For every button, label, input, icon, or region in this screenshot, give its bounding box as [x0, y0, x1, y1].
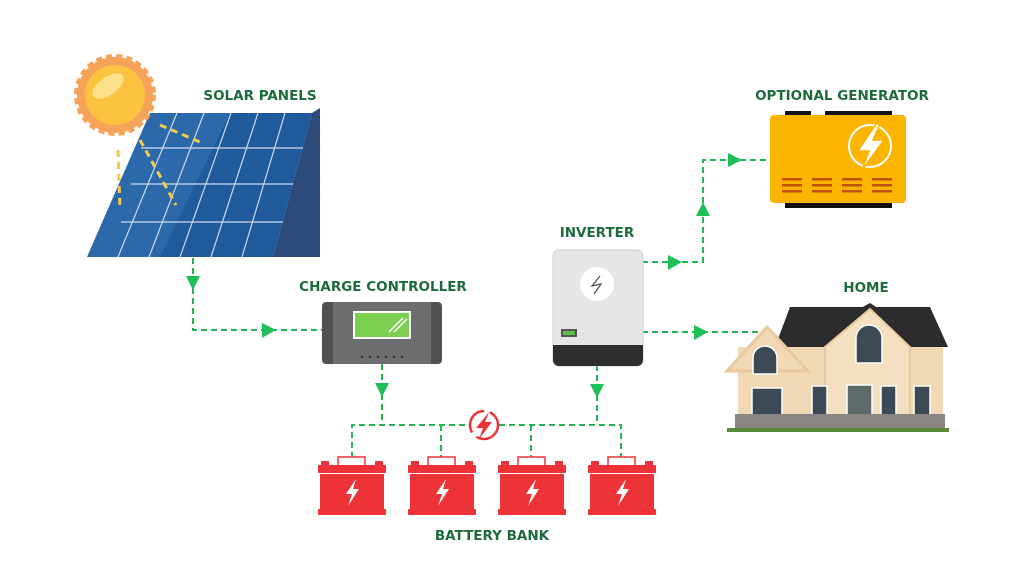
solar-panel-icon: [87, 108, 320, 258]
label-inverter: INVERTER: [560, 225, 635, 241]
arrow-up-icon: [696, 202, 710, 216]
arrow-down-icon: [186, 276, 200, 290]
label-solar-panels: SOLAR PANELS: [203, 88, 316, 104]
arrow-right-icon: [668, 255, 682, 270]
battery-bank: [318, 456, 656, 515]
lightning-icon: [468, 409, 500, 441]
flow-lines: [186, 153, 770, 458]
sun-icon: [74, 54, 156, 136]
inverter-icon: [552, 249, 644, 367]
generator-icon: [770, 111, 906, 208]
house-icon: [723, 303, 949, 432]
label-home: HOME: [843, 280, 888, 296]
arrow-down-icon: [590, 384, 604, 398]
battery-icon: [408, 456, 476, 515]
flow-battery-bus: [351, 424, 622, 458]
arrow-down-icon: [375, 383, 389, 397]
arrow-right-icon: [728, 153, 742, 167]
label-battery-bank: BATTERY BANK: [435, 528, 550, 544]
arrow-right-icon: [262, 323, 276, 338]
charge-controller-icon: [322, 302, 442, 364]
battery-icon: [588, 456, 656, 515]
battery-icon: [498, 456, 566, 515]
battery-icon: [318, 456, 386, 515]
arrow-right-icon: [694, 325, 708, 340]
label-charge-controller: CHARGE CONTROLLER: [299, 279, 467, 295]
label-optional-generator: OPTIONAL GENERATOR: [755, 88, 929, 104]
